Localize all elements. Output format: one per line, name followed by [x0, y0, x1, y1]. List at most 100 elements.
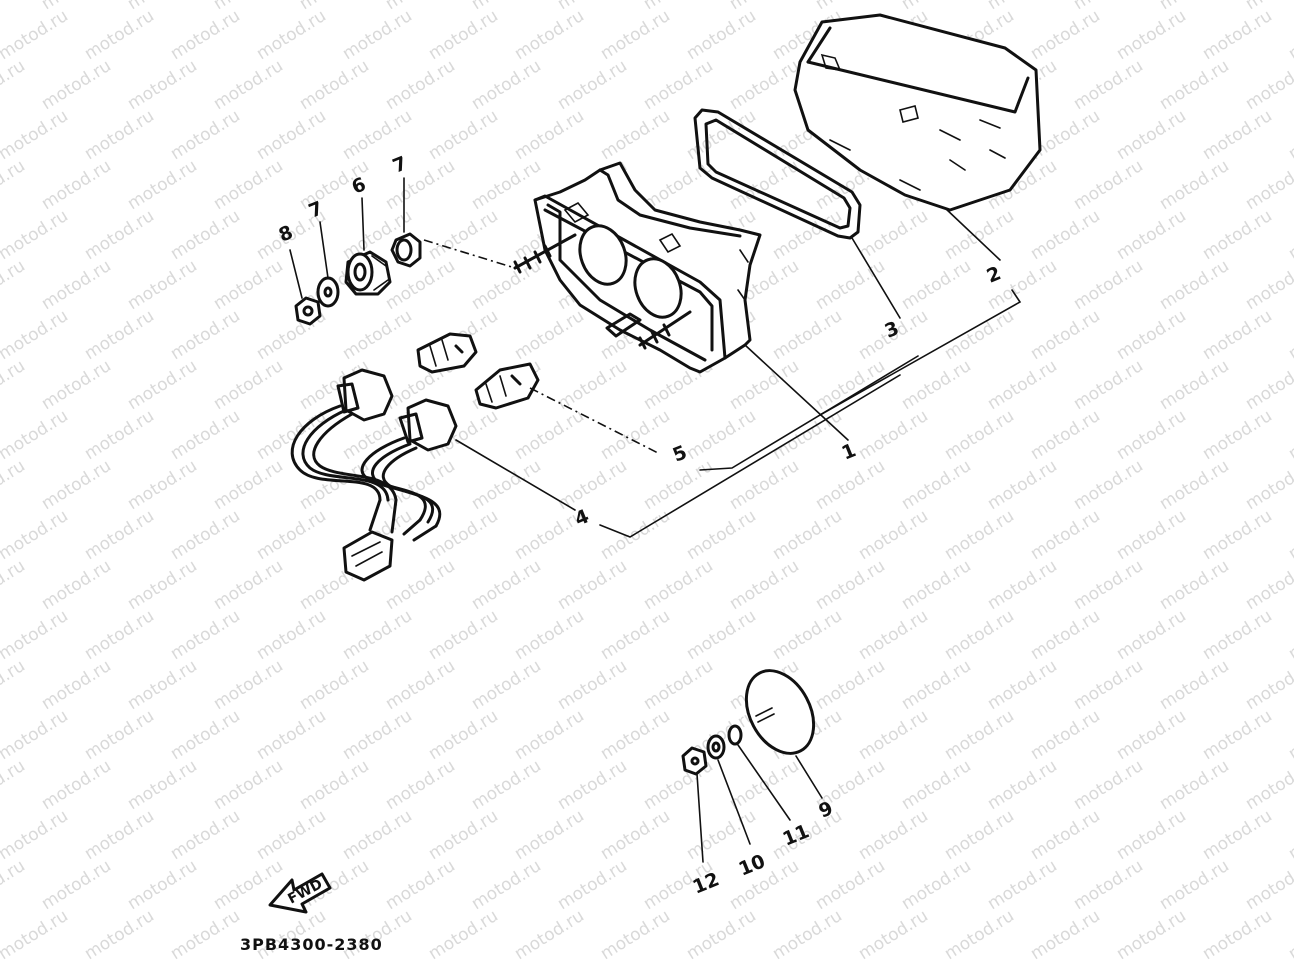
callout-1: 1: [839, 439, 860, 464]
watermark-text: motod.ru: [81, 606, 158, 664]
watermark-text: motod.ru: [898, 456, 975, 514]
watermark-text: motod.ru: [1113, 306, 1190, 364]
watermark-text: motod.ru: [0, 906, 72, 964]
watermark-text: motod.ru: [296, 56, 373, 114]
drawing-code: 3PB4300-2380: [240, 935, 383, 954]
washer-part-10: [706, 734, 726, 760]
watermark-text: motod.ru: [339, 806, 416, 864]
watermark-text: motod.ru: [468, 656, 545, 714]
watermark-text: motod.ru: [339, 106, 416, 164]
watermark-text: motod.ru: [597, 806, 674, 864]
watermark-text: motod.ru: [468, 856, 545, 914]
watermark-text: motod.ru: [1070, 56, 1147, 114]
watermark-text: motod.ru: [38, 556, 115, 614]
watermark-text: motod.ru: [941, 606, 1018, 664]
watermark-text: motod.ru: [81, 106, 158, 164]
reflector-part-9: [744, 669, 816, 755]
watermark-text: motod.ru: [941, 406, 1018, 464]
watermark-text: motod.ru: [0, 706, 72, 764]
watermark-text: motod.ru: [941, 706, 1018, 764]
watermark-text: motod.ru: [296, 656, 373, 714]
watermark-text: motod.ru: [339, 6, 416, 64]
watermark-text: motod.ru: [1070, 256, 1147, 314]
watermark-text: motod.ru: [1156, 756, 1233, 814]
watermark-text: motod.ru: [382, 656, 459, 714]
watermark-text: motod.ru: [0, 206, 72, 264]
watermark-text: motod.ru: [769, 606, 846, 664]
watermark-text: motod.ru: [38, 456, 115, 514]
watermark-text: motod.ru: [554, 756, 631, 814]
watermark-text: motod.ru: [38, 756, 115, 814]
watermark-text: motod.ru: [1027, 906, 1104, 964]
watermark-text: motod.ru: [339, 606, 416, 664]
watermark-text: motod.ru: [38, 356, 115, 414]
watermark-text: motod.ru: [81, 906, 158, 964]
watermark-text: motod.ru: [167, 406, 244, 464]
washer-part-7-right: [390, 232, 422, 268]
watermark-text: motod.ru: [554, 856, 631, 914]
watermark-text: motod.ru: [0, 456, 29, 514]
watermark-text: motod.ru: [1113, 406, 1190, 464]
watermark-text: motod.ru: [296, 756, 373, 814]
watermark-text: motod.ru: [726, 756, 803, 814]
watermark-text: motod.ru: [0, 806, 72, 864]
watermark-text: motod.ru: [1070, 156, 1147, 214]
watermark-text: motod.ru: [425, 106, 502, 164]
watermark-text: motod.ru: [683, 6, 760, 64]
watermark-text: motod.ru: [812, 556, 889, 614]
watermark-text: motod.ru: [1027, 706, 1104, 764]
watermark-text: motod.ru: [1070, 456, 1147, 514]
watermark-text: motod.ru: [683, 906, 760, 964]
watermark-text: motod.ru: [769, 906, 846, 964]
bulb-part-upper: [416, 332, 478, 374]
watermark-text: motod.ru: [81, 306, 158, 364]
watermark-text: motod.ru: [81, 206, 158, 264]
watermark-text: motod.ru: [984, 656, 1061, 714]
watermark-text: motod.ru: [1070, 756, 1147, 814]
watermark-text: motod.ru: [597, 6, 674, 64]
lens-part: [793, 13, 1042, 212]
watermark-text: motod.ru: [1199, 306, 1276, 364]
bulb-part-lower: [474, 362, 540, 410]
watermark-text: motod.ru: [511, 906, 588, 964]
watermark-text: motod.ru: [511, 306, 588, 364]
watermark-text: motod.ru: [640, 556, 717, 614]
watermark-text: motod.ru: [0, 656, 29, 714]
watermark-text: motod.ru: [1113, 106, 1190, 164]
washer-part-7-left: [316, 276, 340, 308]
watermark-text: motod.ru: [382, 256, 459, 314]
watermark-text: motod.ru: [812, 456, 889, 514]
watermark-text: motod.ru: [0, 156, 29, 214]
watermark-text: motod.ru: [941, 506, 1018, 564]
watermark-text: motod.ru: [1242, 456, 1294, 514]
watermark-text: motod.ru: [769, 306, 846, 364]
watermark-text: motod.ru: [1070, 856, 1147, 914]
watermark-text: motod.ru: [597, 406, 674, 464]
watermark-text: motod.ru: [1027, 6, 1104, 64]
washer-part-11: [727, 724, 743, 746]
watermark-text: motod.ru: [1156, 256, 1233, 314]
watermark-text: motod.ru: [38, 256, 115, 314]
watermark-text: motod.ru: [468, 256, 545, 314]
watermark-text: motod.ru: [253, 606, 330, 664]
watermark-text: motod.ru: [1285, 606, 1294, 664]
watermark-text: motod.ru: [855, 606, 932, 664]
watermark-text: motod.ru: [941, 806, 1018, 864]
leader-lines: [289, 177, 1022, 863]
watermark-text: motod.ru: [1285, 706, 1294, 764]
watermark-text: motod.ru: [640, 56, 717, 114]
nut-part-12: [681, 746, 708, 776]
watermark-text: motod.ru: [81, 706, 158, 764]
watermark-text: motod.ru: [167, 706, 244, 764]
watermark-text: motod.ru: [253, 706, 330, 764]
watermark-text: motod.ru: [1285, 6, 1294, 64]
watermark-text: motod.ru: [726, 356, 803, 414]
watermark-text: motod.ru: [941, 306, 1018, 364]
watermark-text: motod.ru: [0, 306, 72, 364]
watermark-text: motod.ru: [253, 506, 330, 564]
watermark-text: motod.ru: [683, 406, 760, 464]
watermark-text: motod.ru: [984, 456, 1061, 514]
watermark-text: motod.ru: [0, 356, 29, 414]
